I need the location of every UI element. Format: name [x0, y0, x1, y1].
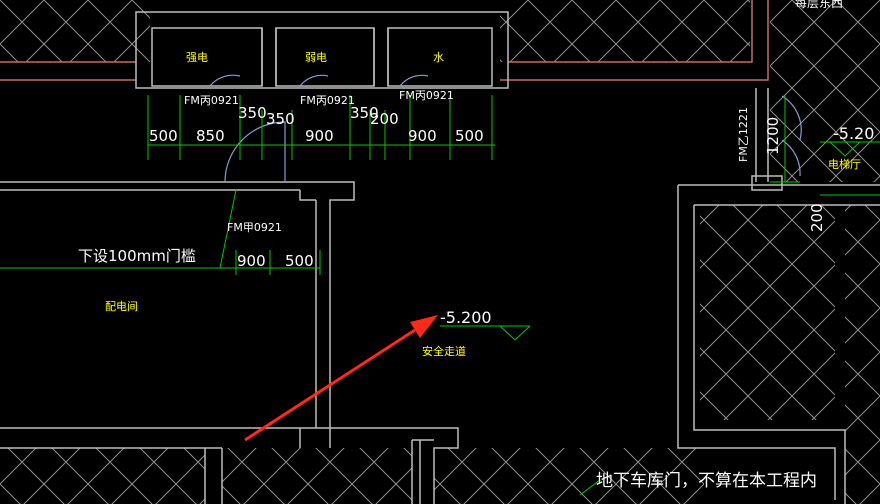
level-main: -5.200: [440, 308, 492, 327]
label-safety-passage: 安全走道: [422, 344, 466, 358]
room-borders: [0, 0, 769, 81]
label-water: 水: [433, 51, 444, 64]
dim-top-7: 900: [408, 127, 437, 145]
label-elevator-hall: 电梯厅: [828, 158, 861, 171]
dimension-lines: [0, 95, 880, 496]
dim-top-2: 850: [196, 127, 225, 145]
dim-top-extra: 350: [266, 110, 295, 128]
red-arrow: [244, 315, 438, 442]
note-garage-door: 地下车库门，不算在本工程内: [596, 471, 817, 491]
dim-top-6: 200: [370, 110, 399, 128]
label-distribution-room: 配电间: [105, 300, 138, 313]
door-tag-1: FM丙0921: [184, 94, 239, 107]
dim-right-2: 200: [808, 203, 826, 232]
dim-top-4: 900: [305, 127, 334, 145]
door-tag-3: FM丙0921: [399, 89, 454, 102]
door-swings: [209, 74, 802, 183]
label-top-right: 每层东西: [795, 0, 843, 10]
door-tag-4: FM甲0921: [227, 221, 282, 234]
dim-mid-2: 500: [285, 252, 314, 270]
dim-top-8: 500: [455, 127, 484, 145]
door-tag-5: FM乙1221: [737, 107, 750, 162]
walls: [0, 11, 880, 504]
dim-top-3: 350: [238, 104, 267, 122]
note-threshold: 下设100mm门槛: [78, 247, 196, 265]
label-strong-power: 强电: [186, 51, 208, 64]
door-tag-2: FM丙0921: [300, 94, 355, 107]
dim-mid-1: 900: [237, 252, 266, 270]
level-right: -5.20: [833, 124, 874, 143]
dim-top-1: 500: [149, 127, 178, 145]
dim-right-1: 1200: [764, 117, 782, 155]
label-weak-power: 弱电: [305, 51, 327, 64]
dim-top-5: 350: [350, 104, 379, 122]
